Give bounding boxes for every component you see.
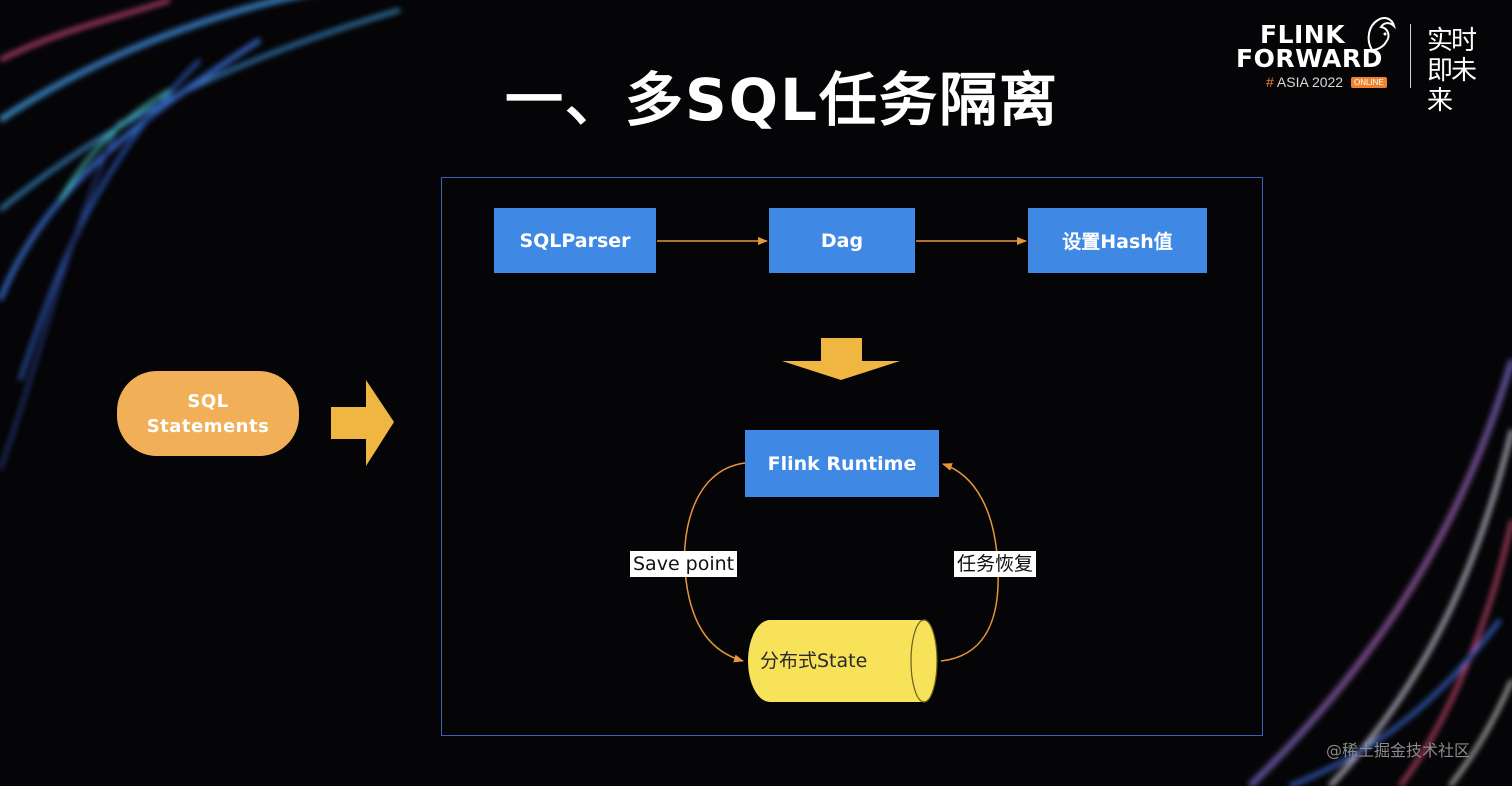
down-arrow-icon	[782, 338, 900, 380]
logo-online-badge: ONLINE	[1350, 77, 1387, 88]
flink-runtime-box: Flink Runtime	[745, 430, 939, 497]
dag-box: Dag	[769, 208, 915, 273]
savepoint-arc	[683, 462, 746, 663]
task-recovery-label: 任务恢复	[954, 551, 1037, 577]
input-arrow-icon	[331, 380, 394, 466]
sql-statements-box: SQL Statements	[117, 371, 299, 456]
logo-forward-text: FORWARD	[1236, 44, 1383, 73]
logo-flink-text: FLINK	[1260, 20, 1346, 49]
diagram-frame	[441, 177, 1263, 736]
distributed-state-label: 分布式State	[760, 650, 868, 672]
logo-hash: #	[1266, 74, 1274, 90]
sql-statements-line2: Statements	[146, 415, 270, 437]
slide-title: 一、多SQL任务隔离	[505, 66, 1060, 134]
logo-divider	[1410, 24, 1411, 88]
logo-event-line: # ASIA 2022 ONLINE	[1266, 74, 1387, 90]
state-cylinder	[748, 619, 938, 703]
sql-statements-line1: SQL	[187, 390, 229, 412]
logo-slogan: 实时即未来	[1427, 26, 1477, 116]
savepoint-label: Save point	[630, 551, 738, 577]
squirrel-icon	[1367, 17, 1396, 52]
logo-event: ASIA 2022	[1276, 74, 1344, 90]
flink-forward-logo: FLINK FORWARD # ASIA 2022 ONLINE 实时即未来	[1230, 10, 1500, 116]
watermark: @稀土掘金技术社区	[1326, 741, 1471, 760]
set-hash-box: 设置Hash值	[1028, 208, 1207, 273]
sqlparser-box: SQLParser	[494, 208, 656, 273]
